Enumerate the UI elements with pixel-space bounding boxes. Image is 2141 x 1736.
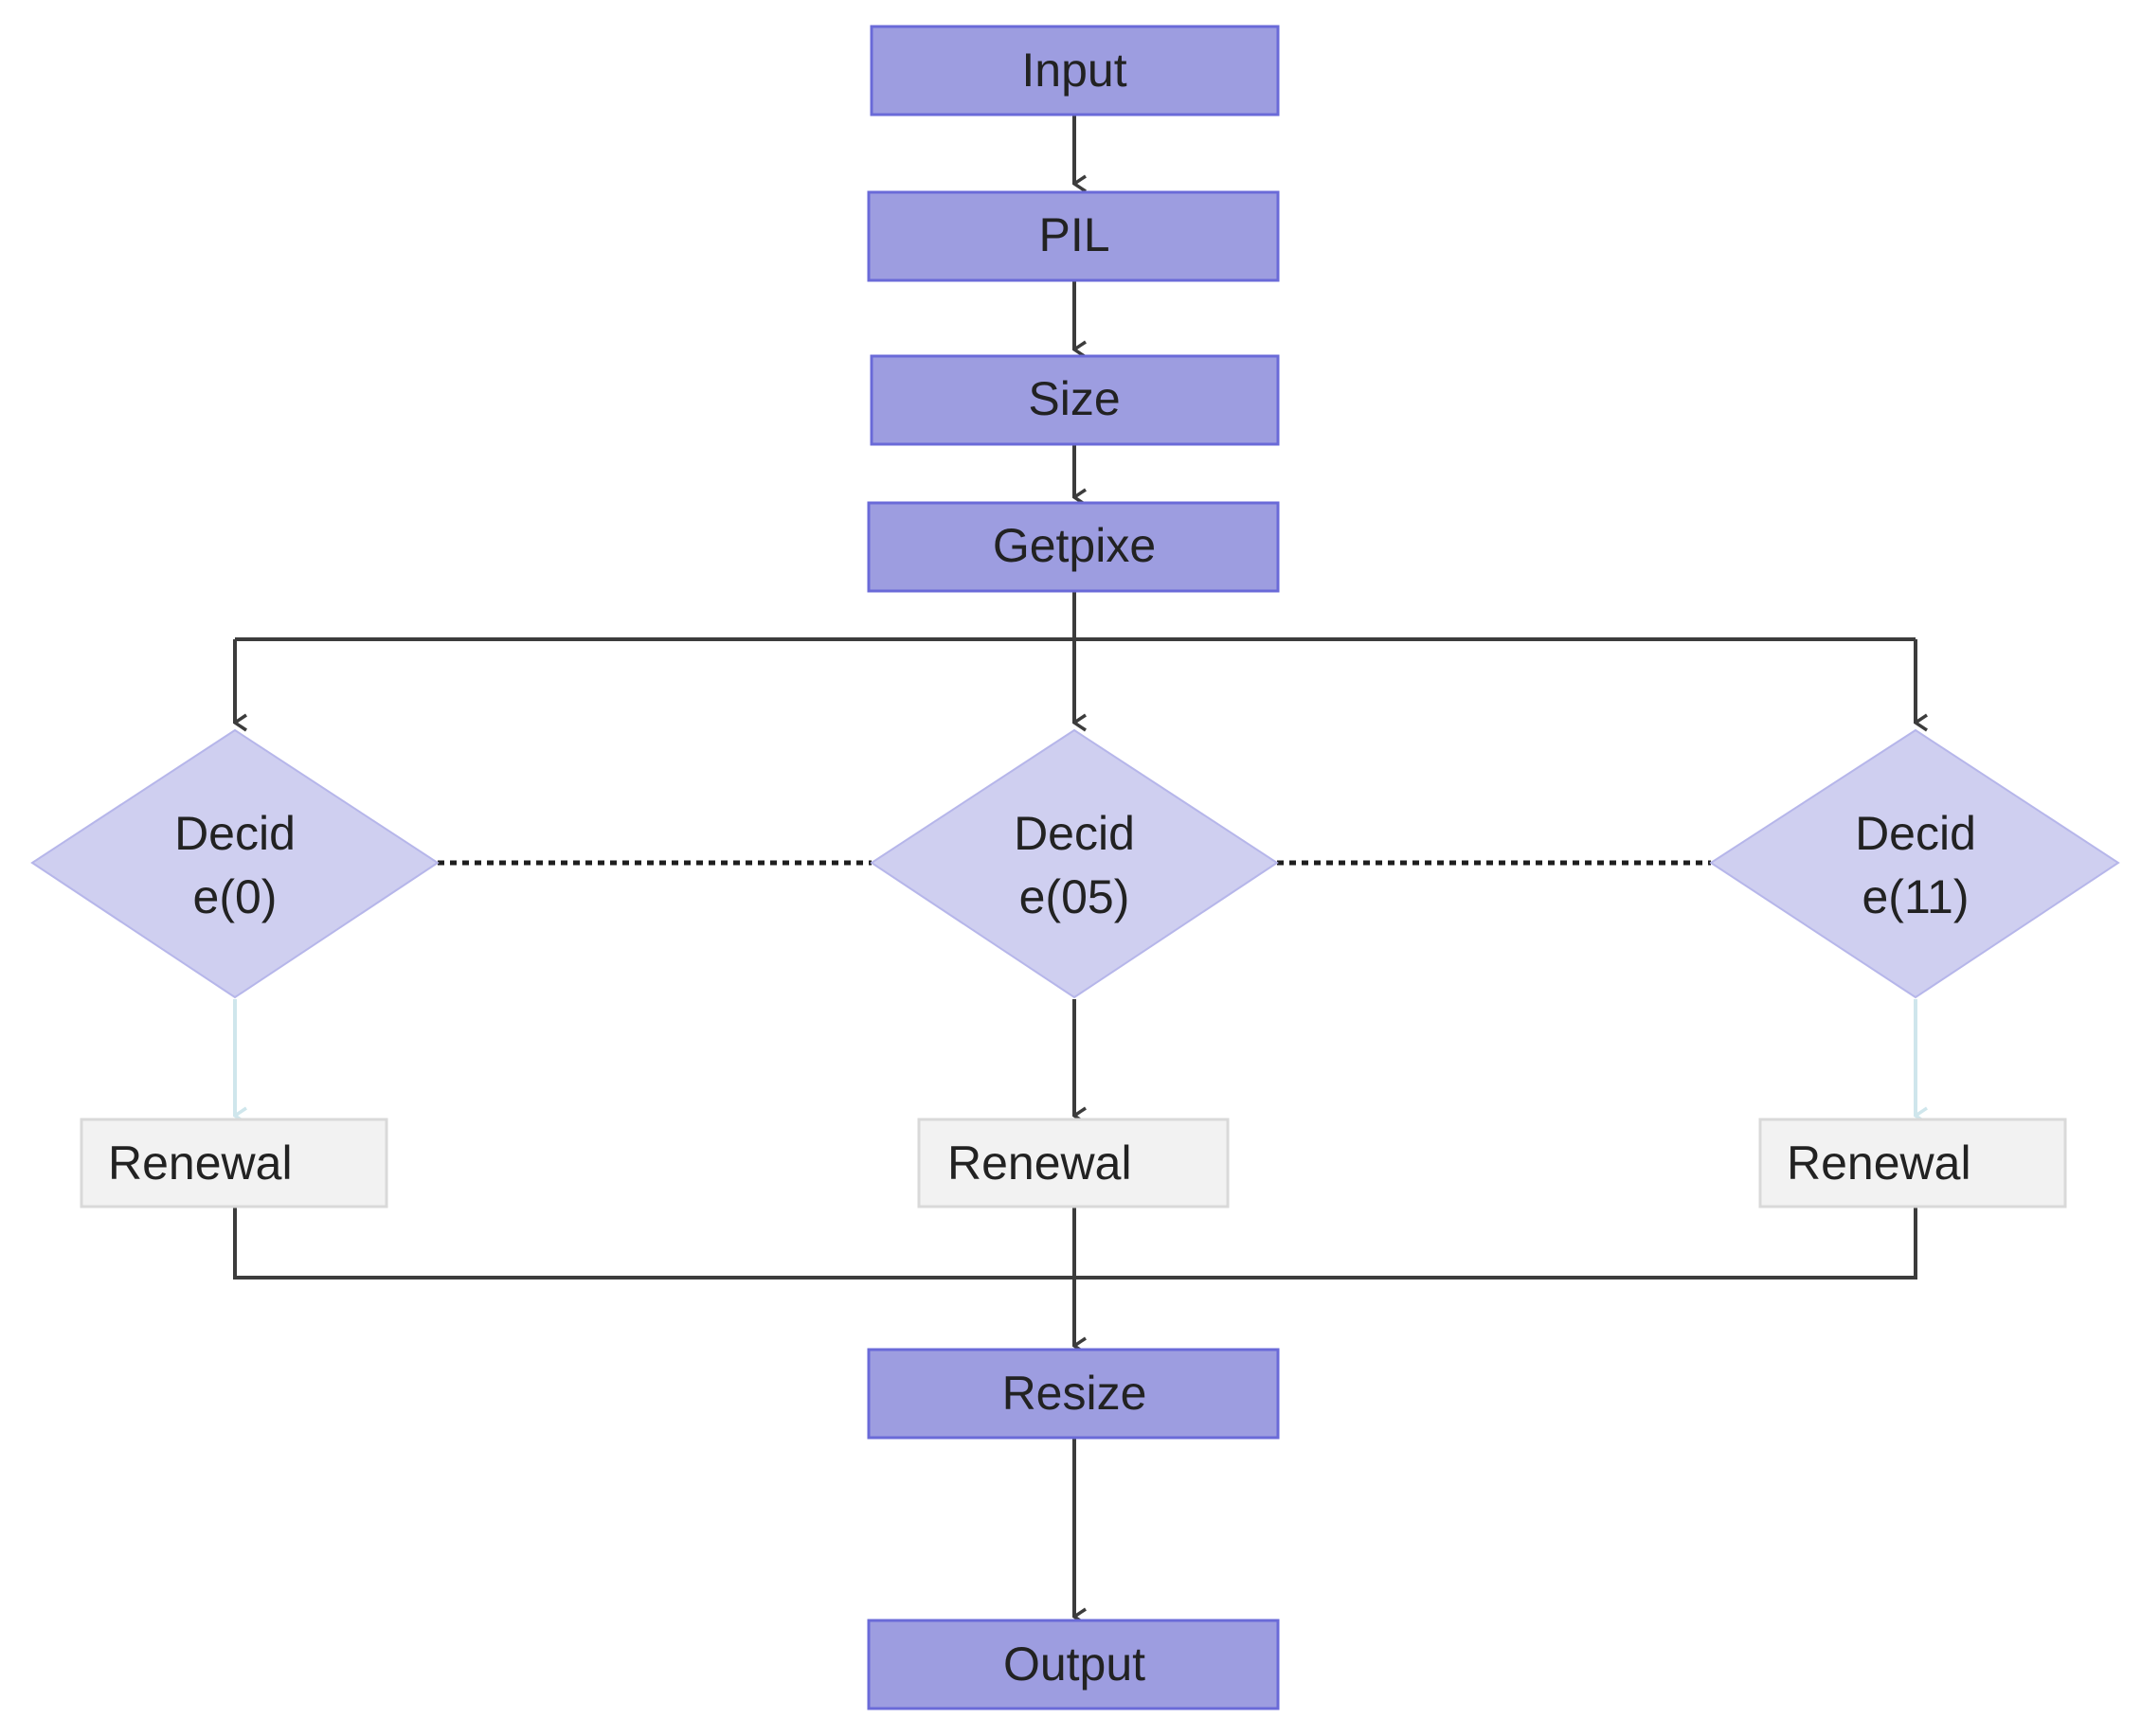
decide-left-label-line1: Decid xyxy=(174,807,296,860)
resize-label: Resize xyxy=(1002,1367,1147,1420)
renewal-right-box xyxy=(1758,1118,2067,1208)
decide-right-diamond xyxy=(1709,728,2120,999)
decide-center-label-line1: Decid xyxy=(1014,807,1135,860)
decide-right-label-line2: e(11) xyxy=(1862,870,1969,923)
renewal-center-box xyxy=(917,1118,1230,1208)
getpixel-box xyxy=(867,501,1280,593)
renewal-left-box xyxy=(80,1118,388,1208)
node-output: Output xyxy=(867,1619,1280,1710)
node-size: Size xyxy=(870,354,1280,446)
decide-center-label-line2: e(05) xyxy=(1019,870,1130,923)
getpixel-label: Getpixe xyxy=(993,519,1156,572)
output-label: Output xyxy=(1003,1638,1145,1691)
size-label: Size xyxy=(1028,372,1120,425)
pil-label: PIL xyxy=(1038,208,1109,261)
node-renewal-right: Renewal xyxy=(1758,1118,2067,1208)
renewal-left-label: Renewal xyxy=(108,1136,293,1190)
decide-right-label-line1: Decid xyxy=(1855,807,1976,860)
decide-left-diamond xyxy=(30,728,440,999)
input-label: Input xyxy=(1021,44,1126,97)
node-pil: PIL xyxy=(867,190,1280,282)
edges xyxy=(233,116,1916,1617)
decide-center-diamond xyxy=(870,728,1279,999)
node-resize: Resize xyxy=(867,1348,1280,1440)
node-decide-right: Decid e(11) xyxy=(1709,728,2120,999)
resize-box xyxy=(867,1348,1280,1440)
output-box xyxy=(867,1619,1280,1710)
node-renewal-left: Renewal xyxy=(80,1118,388,1208)
node-renewal-center: Renewal xyxy=(917,1118,1230,1208)
decide-left-label-line2: e(0) xyxy=(193,870,278,923)
renewal-center-label: Renewal xyxy=(947,1136,1132,1190)
input-box xyxy=(870,25,1280,116)
node-decide-left: Decid e(0) xyxy=(30,728,440,999)
node-getpixel: Getpixe xyxy=(867,501,1280,593)
size-box xyxy=(870,354,1280,446)
renewal-right-label: Renewal xyxy=(1787,1136,1971,1190)
node-input: Input xyxy=(870,25,1280,116)
pil-box xyxy=(867,190,1280,282)
node-decide-center: Decid e(05) xyxy=(870,728,1279,999)
